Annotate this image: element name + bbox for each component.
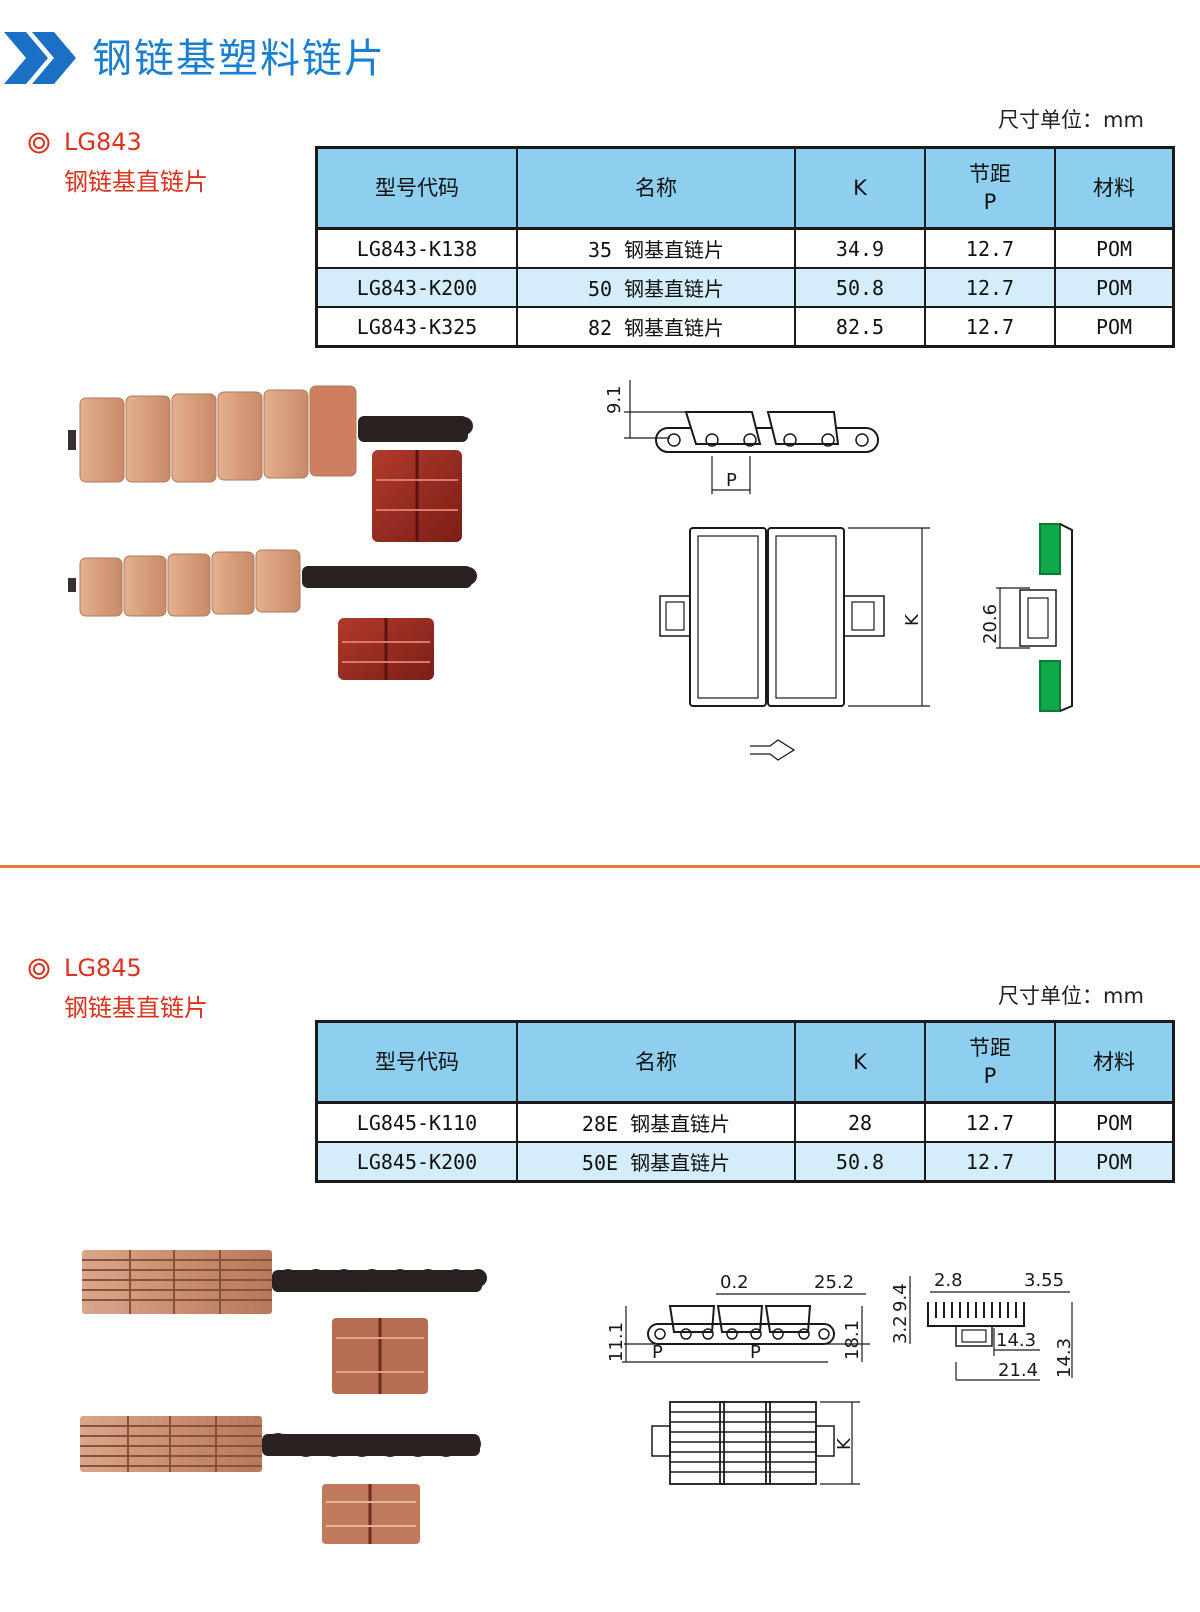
dim-14-3b: 14.3 xyxy=(1054,1338,1075,1378)
cell-k: 50.8 xyxy=(794,1141,926,1183)
header-pitch: 节距 P xyxy=(924,146,1056,230)
chevron-double-icon xyxy=(4,32,76,84)
technical-drawing-lg845: 0.2 25.2 11.1 18.1 P P K 9.4 3.2 2.8 3.5… xyxy=(606,1270,1075,1485)
dim-9-4: 9.4 xyxy=(890,1283,911,1312)
cell-name: 28E 钢基直链片 xyxy=(516,1101,796,1143)
page-title: 钢链基塑料链片 xyxy=(92,36,386,82)
product-photo-lg843 xyxy=(68,385,477,680)
unit-label: 尺寸单位：mm xyxy=(998,108,1144,132)
header-pitch-label: 节距 xyxy=(969,1035,1011,1060)
cell-name: 50 钢基直链片 xyxy=(516,267,796,308)
dim-21-4: 21.4 xyxy=(998,1360,1038,1381)
dim-3-55: 3.55 xyxy=(1024,1270,1064,1291)
dim-link: 20.6 xyxy=(980,604,1001,644)
spec-table: 型号代码 名称 K 节距 P 材料 LG845-K110 28E 钢基直链片 28… xyxy=(315,1020,1175,1183)
product-photo-lg845 xyxy=(80,1250,487,1544)
table-row: LG843-K325 82 钢基直链片 82.5 12.7 POM xyxy=(315,306,1175,348)
section-name: 钢链基直链片 xyxy=(64,994,208,1022)
section-code: LG845 xyxy=(64,954,142,982)
header-pitch-p: P xyxy=(983,190,997,214)
dim-pitch: P xyxy=(726,470,737,491)
dim-14-3a: 14.3 xyxy=(996,1330,1036,1351)
cell-name: 35 钢基直链片 xyxy=(516,227,796,269)
header-name: 名称 xyxy=(516,1020,796,1104)
cell-pitch: 12.7 xyxy=(924,1141,1056,1183)
header-pitch-p: P xyxy=(983,1064,997,1088)
cell-k: 82.5 xyxy=(794,306,926,348)
dim-top: 25.2 xyxy=(814,1272,854,1293)
unit-label: 尺寸单位：mm xyxy=(998,984,1144,1008)
section-name: 钢链基直链片 xyxy=(64,168,208,196)
table-row: LG843-K138 35 钢基直链片 34.9 12.7 POM xyxy=(315,227,1175,269)
header-pitch-label: 节距 xyxy=(969,161,1011,186)
cell-pitch: 12.7 xyxy=(924,267,1056,308)
header-name: 名称 xyxy=(516,146,796,230)
target-icon xyxy=(28,132,50,154)
table-row: LG845-K200 50E 钢基直链片 50.8 12.7 POM xyxy=(315,1141,1175,1183)
cell-model: LG845-K110 xyxy=(315,1101,518,1143)
dim-width: K xyxy=(902,613,923,626)
section-code: LG843 xyxy=(64,128,142,156)
table-row: LG843-K200 50 钢基直链片 50.8 12.7 POM xyxy=(315,267,1175,308)
dim-right: 18.1 xyxy=(842,1320,863,1360)
dim-gap: 0.2 xyxy=(720,1272,749,1293)
header-model: 型号代码 xyxy=(315,1020,518,1104)
cell-model: LG845-K200 xyxy=(315,1141,518,1183)
cell-model: LG843-K325 xyxy=(315,306,518,348)
cell-k: 34.9 xyxy=(794,227,926,269)
cell-pitch: 12.7 xyxy=(924,1101,1056,1143)
cell-material: POM xyxy=(1054,1141,1175,1183)
header-material: 材料 xyxy=(1054,146,1175,230)
cell-material: POM xyxy=(1054,1101,1175,1143)
cell-model: LG843-K200 xyxy=(315,267,518,308)
dim-p2: P xyxy=(750,1342,761,1363)
header-model: 型号代码 xyxy=(315,146,518,230)
dim-p1: P xyxy=(652,1342,663,1363)
header-k: K xyxy=(794,1020,926,1104)
cell-material: POM xyxy=(1054,227,1175,269)
header-material: 材料 xyxy=(1054,1020,1175,1104)
cell-k: 50.8 xyxy=(794,267,926,308)
dim-k: K xyxy=(834,1437,855,1450)
cell-name: 50E 钢基直链片 xyxy=(516,1141,796,1183)
section-divider xyxy=(0,865,1200,868)
spec-table: 型号代码 名称 K 节距 P 材料 LG843-K138 35 钢基直链片 34.… xyxy=(315,146,1175,348)
cell-name: 82 钢基直链片 xyxy=(516,306,796,348)
dim-left: 11.1 xyxy=(606,1322,627,1362)
cell-material: POM xyxy=(1054,267,1175,308)
table-row: LG845-K110 28E 钢基直链片 28 12.7 POM xyxy=(315,1101,1175,1143)
cell-model: LG843-K138 xyxy=(315,227,518,269)
header-k: K xyxy=(794,146,926,230)
target-icon xyxy=(28,958,50,980)
cell-pitch: 12.7 xyxy=(924,227,1056,269)
cell-material: POM xyxy=(1054,306,1175,348)
cell-pitch: 12.7 xyxy=(924,306,1056,348)
cell-k: 28 xyxy=(794,1101,926,1143)
header-pitch: 节距 P xyxy=(924,1020,1056,1104)
dim-height: 9.1 xyxy=(604,385,625,414)
dim-2-8: 2.8 xyxy=(934,1270,963,1291)
dim-3-2: 3.2 xyxy=(890,1315,911,1344)
technical-drawing-lg843: 9.1 P K 20.6 xyxy=(604,380,1073,761)
